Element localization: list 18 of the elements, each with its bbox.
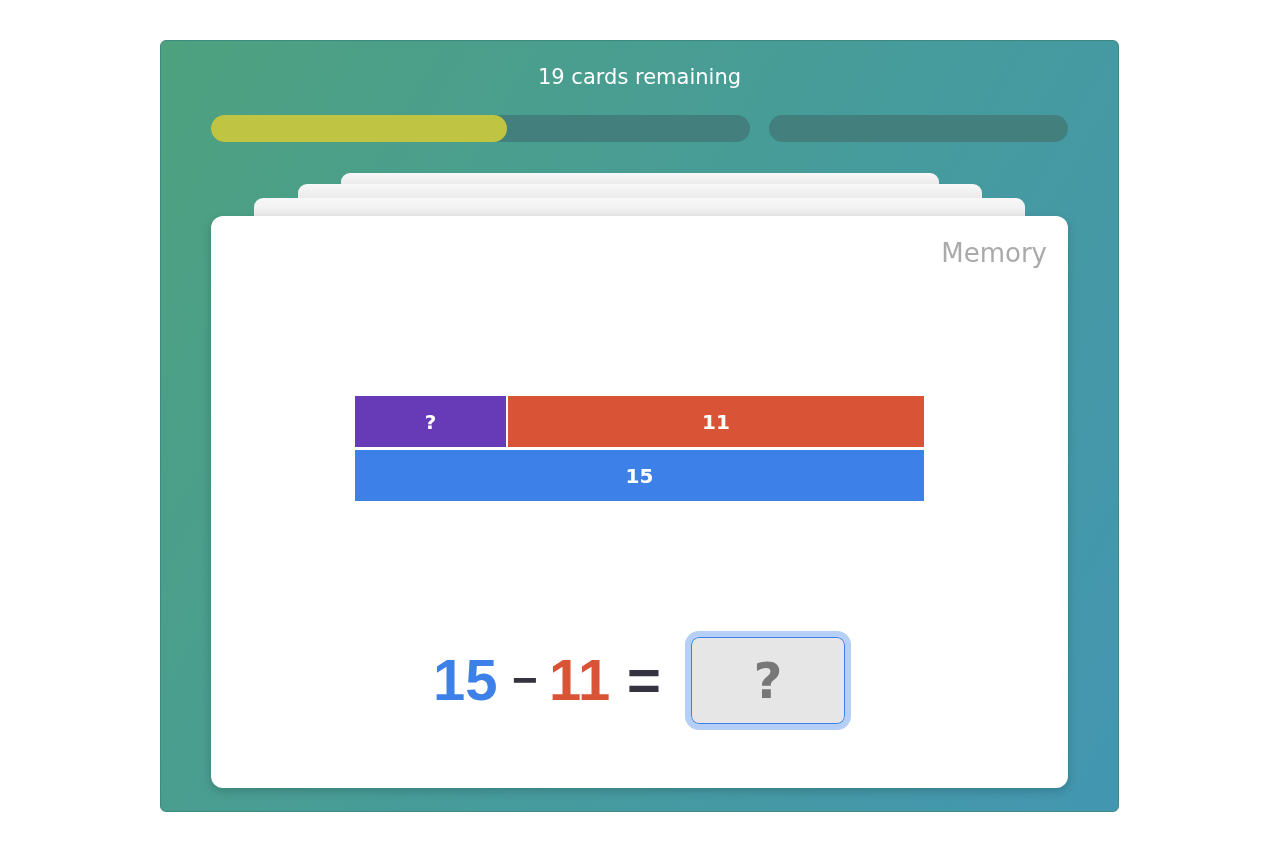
minus-sign: − [512, 654, 538, 706]
cards-remaining-title: 19 cards remaining [537, 64, 742, 91]
progress-fill [211, 115, 507, 142]
app-panel [160, 40, 1119, 812]
part-bar: ? [355, 396, 506, 447]
answer-field: ? [685, 631, 851, 730]
flashcard [211, 216, 1068, 788]
part-bar: 11 [508, 396, 924, 447]
equation-number: 11 [549, 648, 611, 712]
progress-track [769, 115, 1068, 142]
stacked-card [341, 173, 939, 184]
progress-track [211, 115, 750, 142]
category-label: Memory [941, 237, 1047, 269]
equation-number: 15 [433, 648, 498, 712]
stacked-card [298, 184, 982, 198]
whole-bar: 15 [355, 450, 924, 501]
stacked-card [254, 198, 1025, 216]
equals-sign: = [627, 648, 661, 712]
